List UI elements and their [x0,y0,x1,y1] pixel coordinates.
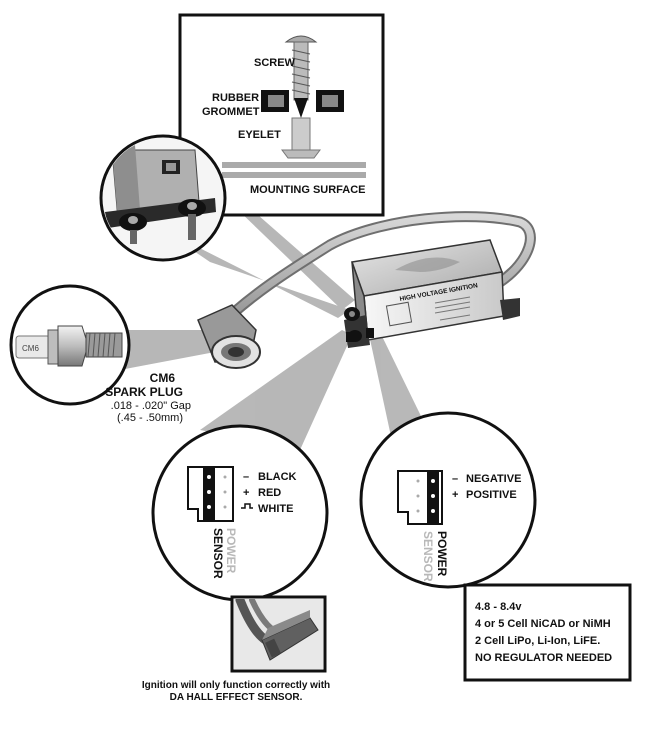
grommet-label: GROMMET [202,106,260,118]
down-arrow-icon [294,98,308,118]
power-pin-1-symbol: – [452,473,458,485]
sensor-pin-2-symbol: + [243,487,249,499]
beam-sensor-connector [200,330,352,450]
mounting-surface-label: MOUNTING SURFACE [250,184,366,196]
ignition-lead [209,211,536,336]
battery-spec-box: 4.8 - 8.4v 4 or 5 Cell NiCAD or NiMH 2 C… [463,583,632,682]
footer-note: Ignition will only function correctly wi… [142,680,330,703]
sensor-pin-1-label: BLACK [258,471,297,483]
eyelet-label: EYELET [238,129,281,141]
sensor-port-active-label: SENSOR [211,528,225,579]
mount-closeup-circle [99,134,227,262]
battery-spec-line-4: NO REGULATOR NEEDED [475,652,612,664]
sensor-pin-1-symbol: – [243,471,249,483]
spark-plug-circle: CM6 [9,284,131,406]
footer-note-line-1: Ignition will only function correctly wi… [142,680,330,691]
eyelet-shape [291,117,311,155]
battery-spec-line-2: 4 or 5 Cell NiCAD or NiMH [475,618,611,630]
plug-model: CM6 [150,371,176,385]
sensor-pin-3-label: WHITE [258,503,293,515]
surface-line-bottom [222,172,366,178]
sensor-connector-circle: – BLACK + RED WHITE SENSOR POWER [151,424,329,602]
closeup-screw-icon [188,214,196,240]
surface-line-top [222,162,366,168]
power-port-active-label: POWER [435,531,449,577]
power-connector-circle: – NEGATIVE + POSITIVE POWER SENSOR [359,411,537,589]
beam-mount-closeup [160,228,350,318]
power-pin-2-symbol: + [452,489,458,501]
svg-text:CM6: CM6 [22,344,39,353]
signal-pulse-icon [241,503,253,509]
sensor-port-inactive-label: POWER [224,528,238,574]
sensor-pin-2-label: RED [258,487,281,499]
module-logo [395,257,460,272]
plug-name: SPARK PLUG [105,385,183,399]
battery-spec-line-1: 4.8 - 8.4v [475,601,522,613]
plug-gap-inch: .018 - .020" Gap [111,400,191,412]
plug-gap-mm: (.45 - .50mm) [117,412,183,424]
power-pin-2-label: POSITIVE [466,489,517,501]
screw-label: SCREW [254,57,296,69]
spark-plug-cap [197,304,261,369]
screw-head-icon [284,35,318,43]
rubber-label: RUBBER [212,92,259,104]
footer-note-line-2: DA HALL EFFECT SENSOR. [170,692,303,703]
ignition-module: HIGH VOLTAGE IGNITION [344,239,520,348]
battery-spec-line-3: 2 Cell LiPo, Li-Ion, LiFE. [475,635,600,647]
plug-hex-nut [57,325,89,367]
power-port-inactive-label: SENSOR [421,531,435,582]
spark-plug-info: CM6 SPARK PLUG .018 - .020" Gap (.45 - .… [105,371,191,424]
hall-sensor-photo [230,595,327,673]
power-pin-1-label: NEGATIVE [466,473,521,485]
